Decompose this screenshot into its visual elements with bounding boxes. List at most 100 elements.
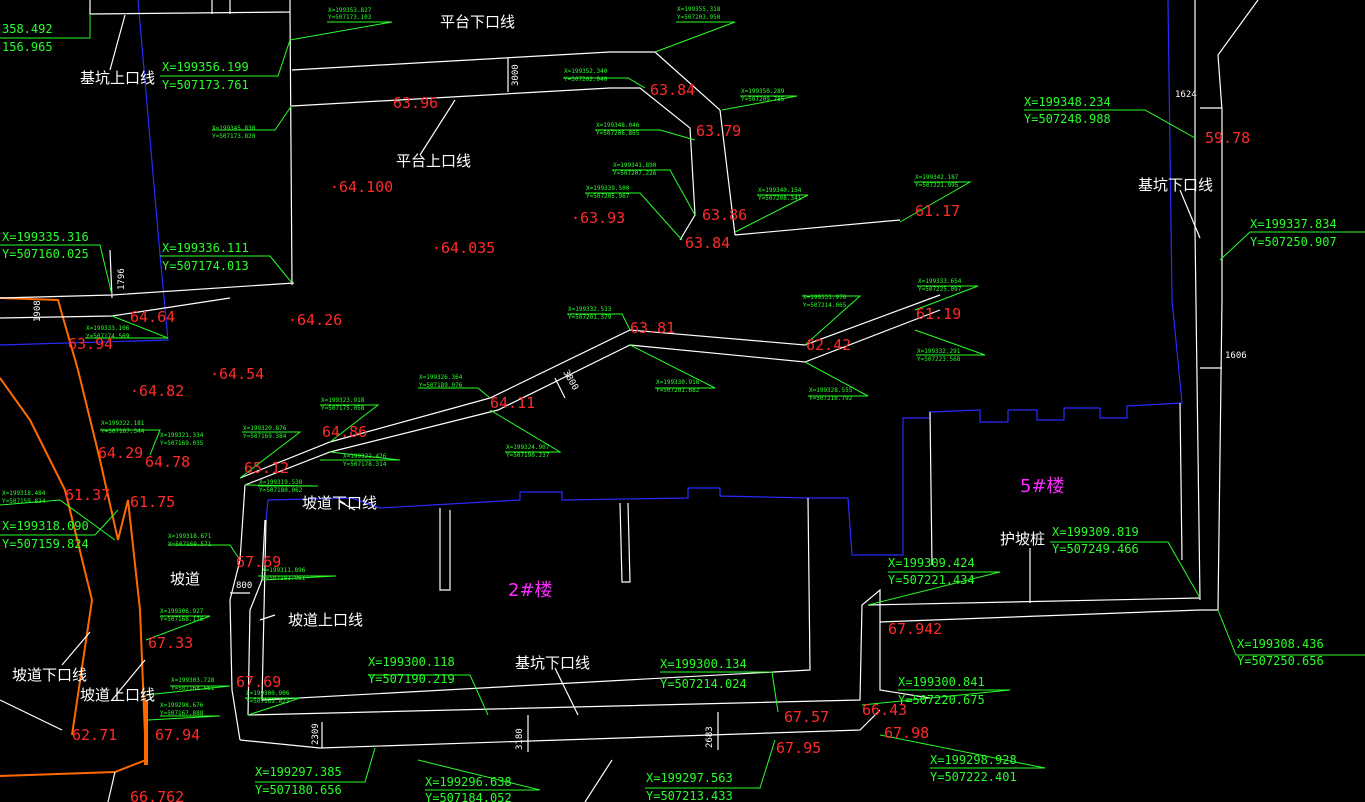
building-2-notch-2 [619,502,631,583]
leader-s11 [567,313,631,331]
elevation-label: 65.12 [244,459,289,477]
coord-y: Y=507159.824 [2,537,89,551]
orange-boundary-3 [0,499,148,777]
coord-y: Y=507250.656 [1237,654,1324,668]
leader-s30 [245,697,301,716]
elevation-label: 63.84 [685,234,730,252]
small-coord-x: X=199328.555 [809,387,853,394]
building-5-bottom [867,597,1201,606]
coord-x: X=199308.436 [1237,637,1324,651]
elevation-label: 61.19 [916,305,961,323]
coord-y: 156.965 [2,40,53,54]
orange-boundary-2 [0,377,94,736]
elevation-label: 64.29 [98,444,143,462]
elevation-label: 63.86 [702,206,747,224]
elevation-label: 67.942 [888,620,942,638]
leader-s5 [595,129,696,141]
small-coord-x: X=199350.289 [741,88,785,95]
small-coord-y: Y=507169.571 [168,541,212,548]
small-coord-y: Y=507180.062 [259,487,303,494]
small-coord-y: Y=507167.888 [160,710,204,717]
pit-lower-line-right [1167,0,1183,404]
coord-x: 358.492 [2,22,53,36]
coord-y: Y=507180.656 [255,783,342,797]
small-coord-x: X=199342.187 [915,174,959,181]
dim-3000: 3000 [511,64,521,86]
elevation-label: 64.64 [130,308,175,326]
pit-upper-line-bottom [239,709,881,749]
leader-s16 [914,329,986,356]
coord-x: X=199348.234 [1024,95,1111,109]
leader-s23 [239,431,302,479]
leader-s21 [100,429,161,456]
small-coord-y: Y=507168.176 [160,616,204,623]
elevation-label: ·63.93 [571,209,625,227]
building-5-right [1179,402,1183,561]
elevation-label: 63.84 [650,81,695,99]
elevations: 63.96 63.84 63.79 ·64.100 ·63.93 63.86 6… [65,81,1250,802]
small-coord-y: Y=507189.076 [419,382,463,389]
coord-y: Y=507190.219 [368,672,455,686]
leader-s20 [489,409,562,453]
leader-c5 [1219,231,1365,261]
small-coord-x: X=199324.907 [506,444,550,451]
label-ramp-upper-line-mid: 坡道上口线 [288,611,363,629]
label-retaining-pile: 护坡桩 [1000,530,1045,548]
leader [109,14,126,71]
leader [584,759,613,802]
elevation-label: 63.79 [696,122,741,140]
coord-x: X=199335.316 [2,230,89,244]
small-coord-x: X=199353.827 [328,7,372,14]
small-coord-x: X=199340.154 [758,187,802,194]
leader-s13 [914,285,979,311]
coord-x: X=199356.199 [162,60,249,74]
small-coord-y: Y=507169.823 [246,698,290,705]
small-coord-x: X=199319.538 [259,479,303,486]
leader-s28 [145,615,211,641]
elevation-label: 64.86 [322,423,367,441]
small-coord-x: X=199303.728 [171,677,215,684]
coord-x: X=199337.834 [1250,217,1337,231]
leader-s32 [0,499,116,541]
elevation-label: 63.94 [68,335,113,353]
leader-s3 [563,77,646,89]
label-ramp-upper-line-left: 坡道上口线 [80,686,155,704]
leader-s26 [168,544,241,561]
elevation-label: 66.762 [130,788,184,802]
dim-3180: 3180 [515,728,525,750]
small-coord-y: Y=507208.341 [758,195,802,202]
coord-x: X=199309.819 [1052,525,1139,539]
leader-s17 [85,315,169,339]
dim-1796-ext [109,249,113,299]
elevation-label: ·64.82 [130,382,184,400]
dim-800: 800 [236,581,252,591]
elevation-label: 67.69 [236,673,281,691]
leader-c7 [867,571,1001,606]
coord-x: X=199300.118 [368,655,455,669]
elevation-label: ·64.035 [432,239,495,257]
small-coord-x: X=199330.916 [656,379,700,386]
leader-c2 [1024,109,1196,139]
small-coord-x: X=199333.106 [86,325,130,332]
building-5-left [929,411,933,566]
ramp-left-inner [247,519,266,716]
elevation-label: 62.71 [72,726,117,744]
elevation-label: 61.17 [915,202,960,220]
small-coord-x: X=199311.896 [262,567,306,574]
small-coord-x: X=199333.654 [918,278,962,285]
leader-s12 [802,295,862,346]
elevation-label: 61.75 [130,493,175,511]
coord-y: Y=507173.761 [162,78,249,92]
small-coord-y: Y=507203.950 [677,14,721,21]
small-coord-x: X=199332.291 [917,348,961,355]
small-coord-x: X=199306.927 [160,608,204,615]
elevation-label: ·64.100 [330,178,393,196]
small-coord-y: Y=507169.384 [243,433,287,440]
small-coord-y: Y=507223.568 [917,356,961,363]
small-coord-y: Y=507190.237 [506,452,550,459]
leader-c3 [0,244,113,296]
label-ramp-lower-line-mid: 坡道下口线 [302,494,377,512]
leader-c10 [660,671,779,713]
small-coord-x: X=199352.340 [564,68,608,75]
